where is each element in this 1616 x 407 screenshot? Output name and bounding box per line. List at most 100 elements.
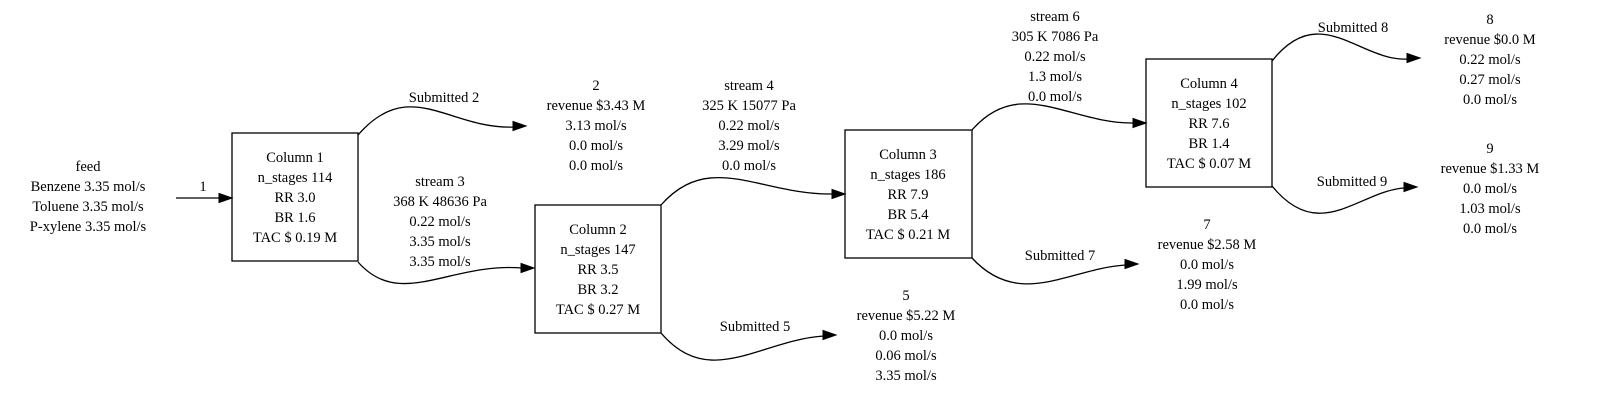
product-9-revenue: revenue $1.33 M bbox=[1441, 161, 1540, 177]
column-3-node: Column 3 n_stages 186 RR 7.9 BR 5.4 TAC … bbox=[844, 129, 973, 259]
column-4-br: BR 1.4 bbox=[1188, 136, 1230, 152]
edge-3-line-1: stream 3 bbox=[415, 174, 465, 190]
edge-column-4-to-product-9-arrowhead bbox=[1403, 181, 1419, 193]
column-2-node: Column 2 n_stages 147 RR 3.5 BR 3.2 TAC … bbox=[534, 204, 662, 334]
product-5-flow-2: 0.06 mol/s bbox=[875, 348, 937, 364]
product-9-flow-2: 1.03 mol/s bbox=[1459, 201, 1521, 217]
column-1-node: Column 1 n_stages 114 RR 3.0 BR 1.6 TAC … bbox=[231, 132, 359, 262]
product-8-flow-2: 0.27 mol/s bbox=[1459, 72, 1521, 88]
edge-column-2-to-column-3-arrowhead bbox=[831, 188, 847, 200]
edge-column-3-to-column-4: stream 6 305 K 7086 Pa 0.22 mol/s 1.3 mo… bbox=[971, 9, 1148, 131]
product-8-revenue: revenue $0.0 M bbox=[1444, 32, 1536, 48]
column-1-box bbox=[231, 132, 359, 262]
edge-column-3-to-product-7-arrowhead bbox=[1124, 258, 1140, 270]
edge-column-3-to-column-4-arrowhead bbox=[1132, 117, 1148, 129]
product-5-node: 5 revenue $5.22 M 0.0 mol/s 0.06 mol/s 3… bbox=[857, 288, 956, 384]
edge-3-line-2: 368 K 48636 Pa bbox=[393, 194, 487, 210]
edge-4-line-1: stream 4 bbox=[724, 78, 774, 94]
column-1-name: Column 1 bbox=[266, 150, 324, 166]
product-8-flow-1: 0.22 mol/s bbox=[1459, 52, 1521, 68]
product-2-flow-3: 0.0 mol/s bbox=[569, 158, 623, 174]
column-2-br: BR 3.2 bbox=[577, 282, 618, 298]
edge-4-line-4: 3.29 mol/s bbox=[718, 138, 780, 154]
product-7-revenue: revenue $2.58 M bbox=[1158, 237, 1257, 253]
column-4-box bbox=[1145, 58, 1273, 188]
feed-title: feed bbox=[76, 159, 102, 175]
edge-column-3-to-product-7-line bbox=[971, 257, 1127, 285]
column-2-stages: n_stages 147 bbox=[560, 242, 635, 258]
column-2-tac: TAC $ 0.27 M bbox=[556, 302, 640, 318]
product-9-flow-1: 0.0 mol/s bbox=[1463, 181, 1517, 197]
column-1-rr: RR 3.0 bbox=[274, 190, 315, 206]
product-7-id: 7 bbox=[1203, 217, 1210, 233]
edge-column-1-to-product-2-arrowhead bbox=[512, 120, 528, 132]
product-7-node: 7 revenue $2.58 M 0.0 mol/s 1.99 mol/s 0… bbox=[1158, 217, 1257, 313]
column-3-br: BR 5.4 bbox=[887, 207, 929, 223]
edge-5-label: Submitted 5 bbox=[720, 319, 791, 335]
edge-6-line-4: 1.3 mol/s bbox=[1028, 69, 1082, 85]
edge-column-4-to-product-9-line bbox=[1271, 185, 1406, 214]
column-4-node: Column 4 n_stages 102 RR 7.6 BR 1.4 TAC … bbox=[1145, 58, 1273, 188]
column-4-stages: n_stages 102 bbox=[1171, 96, 1246, 112]
edge-column-2-to-column-3: stream 4 325 K 15077 Pa 0.22 mol/s 3.29 … bbox=[660, 78, 847, 206]
product-7-flow-1: 0.0 mol/s bbox=[1180, 257, 1234, 273]
edge-2-label: Submitted 2 bbox=[409, 90, 480, 106]
product-5-id: 5 bbox=[902, 288, 909, 304]
edge-column-3-to-column-4-line bbox=[971, 103, 1134, 131]
product-7-flow-2: 1.99 mol/s bbox=[1176, 277, 1238, 293]
edge-column-2-to-column-3-line bbox=[660, 177, 833, 206]
edge-3-line-5: 3.35 mol/s bbox=[409, 254, 471, 270]
column-4-rr: RR 7.6 bbox=[1188, 116, 1229, 132]
product-5-flow-1: 0.0 mol/s bbox=[879, 328, 933, 344]
product-8-flow-3: 0.0 mol/s bbox=[1463, 92, 1517, 108]
column-1-tac: TAC $ 0.19 M bbox=[253, 230, 337, 246]
column-3-name: Column 3 bbox=[879, 147, 937, 163]
product-9-id: 9 bbox=[1486, 141, 1493, 157]
product-2-id: 2 bbox=[592, 78, 599, 94]
product-2-revenue: revenue $3.43 M bbox=[547, 98, 646, 114]
edge-column-1-to-column-2-arrowhead bbox=[520, 262, 536, 274]
column-3-tac: TAC $ 0.21 M bbox=[866, 227, 950, 243]
column-3-stages: n_stages 186 bbox=[870, 167, 945, 183]
edge-6-label: stream 6 305 K 7086 Pa 0.22 mol/s 1.3 mo… bbox=[1012, 9, 1099, 105]
feed-p-xylene: P-xylene 3.35 mol/s bbox=[30, 219, 147, 235]
column-4-tac: TAC $ 0.07 M bbox=[1167, 156, 1251, 172]
edge-column-4-to-product-8: Submitted 8 bbox=[1271, 20, 1422, 64]
edge-4-line-3: 0.22 mol/s bbox=[718, 118, 780, 134]
product-2-flow-1: 3.13 mol/s bbox=[565, 118, 627, 134]
edge-8-label: Submitted 8 bbox=[1318, 20, 1389, 36]
column-3-rr: RR 7.9 bbox=[887, 187, 928, 203]
edge-column-1-to-product-2-line bbox=[357, 106, 515, 136]
edge-column-2-to-product-5: Submitted 5 bbox=[660, 319, 838, 361]
edge-column-4-to-product-9: Submitted 9 bbox=[1271, 174, 1419, 214]
edge-6-line-5: 0.0 mol/s bbox=[1028, 89, 1082, 105]
column-4-name: Column 4 bbox=[1180, 76, 1238, 92]
edge-4-label: stream 4 325 K 15077 Pa 0.22 mol/s 3.29 … bbox=[702, 78, 796, 174]
product-5-flow-3: 3.35 mol/s bbox=[875, 368, 937, 384]
edge-6-line-1: stream 6 bbox=[1030, 9, 1080, 25]
column-2-box bbox=[534, 204, 662, 334]
edge-column-3-to-product-7: Submitted 7 bbox=[971, 248, 1140, 285]
column-3-box bbox=[844, 129, 973, 259]
product-7-flow-3: 0.0 mol/s bbox=[1180, 297, 1234, 313]
edge-3-line-4: 3.35 mol/s bbox=[409, 234, 471, 250]
edge-column-1-to-product-2: Submitted 2 bbox=[357, 90, 528, 136]
product-8-node: 8 revenue $0.0 M 0.22 mol/s 0.27 mol/s 0… bbox=[1444, 12, 1536, 108]
edge-feed-to-column-1: 1 bbox=[176, 179, 234, 204]
edge-4-line-5: 0.0 mol/s bbox=[722, 158, 776, 174]
edge-6-line-3: 0.22 mol/s bbox=[1024, 49, 1086, 65]
product-2-node: 2 revenue $3.43 M 3.13 mol/s 0.0 mol/s 0… bbox=[547, 78, 646, 174]
feed-node: feed Benzene 3.35 mol/s Toluene 3.35 mol… bbox=[30, 159, 147, 235]
product-8-id: 8 bbox=[1486, 12, 1493, 28]
column-2-rr: RR 3.5 bbox=[577, 262, 618, 278]
feed-benzene: Benzene 3.35 mol/s bbox=[31, 179, 146, 195]
edge-column-2-to-product-5-arrowhead bbox=[822, 329, 838, 341]
edge-column-1-to-column-2-line bbox=[357, 261, 523, 285]
edge-1-label: 1 bbox=[199, 179, 206, 195]
edge-column-1-to-column-2: stream 3 368 K 48636 Pa 0.22 mol/s 3.35 … bbox=[357, 174, 536, 285]
feed-toluene: Toluene 3.35 mol/s bbox=[32, 199, 144, 215]
edge-6-line-2: 305 K 7086 Pa bbox=[1012, 29, 1099, 45]
edge-7-label: Submitted 7 bbox=[1025, 248, 1096, 264]
edge-3-line-3: 0.22 mol/s bbox=[409, 214, 471, 230]
